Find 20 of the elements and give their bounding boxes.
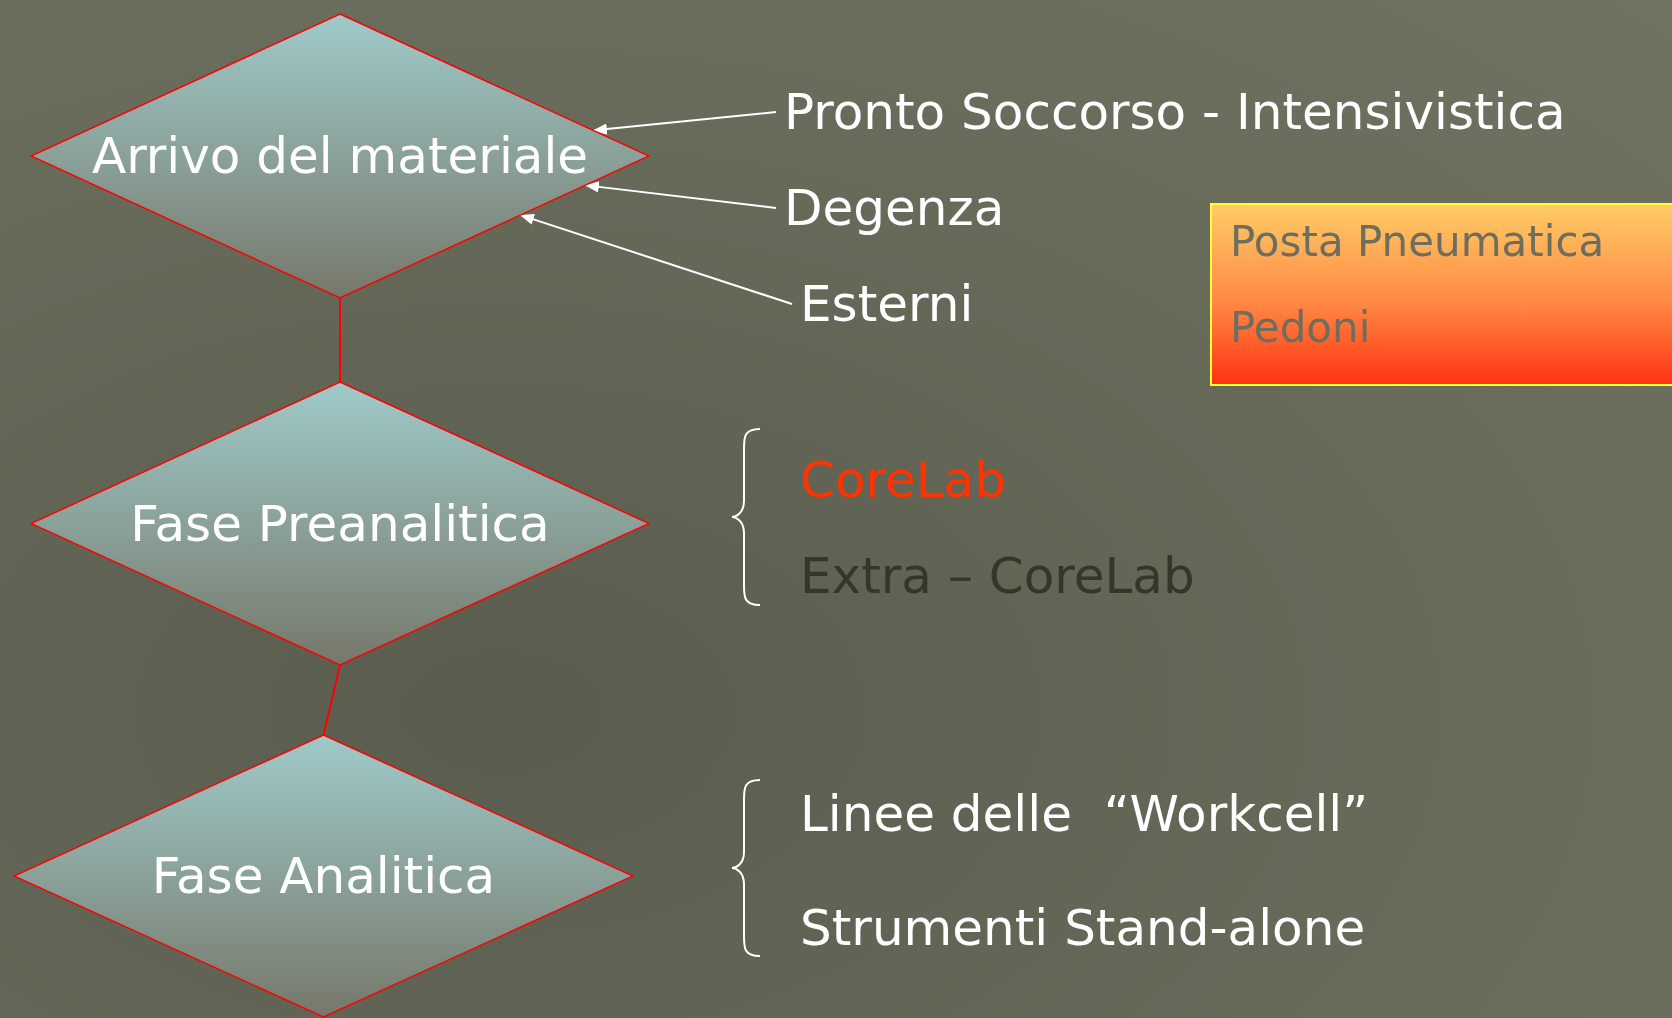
transport-panel [1210,203,1672,386]
phase-label: Fase Analitica [150,847,497,905]
arrow [592,111,777,135]
instrument-label: Linee delle “Workcell” [800,784,1369,845]
connector-line [339,297,341,383]
lab-area-label: CoreLab [800,450,1006,511]
connector-line [322,664,341,736]
decision-diamond [13,734,634,1018]
transport-label: Pedoni [1230,303,1371,353]
source-label: Esterni [800,272,973,336]
decision-diamond [30,381,650,666]
arrow [584,181,777,209]
arrow [520,213,793,305]
decision-diamond [30,13,650,299]
source-label: Degenza [784,176,1004,240]
transport-label: Posta Pneumatica [1230,217,1605,267]
source-label: Pronto Soccorso - Intensivistica [784,80,1566,144]
phase-label: Fase Preanalitica [129,494,551,553]
instrument-label: Strumenti Stand-alone [800,898,1366,959]
phase-label: Arrivo del materiale [90,127,590,185]
